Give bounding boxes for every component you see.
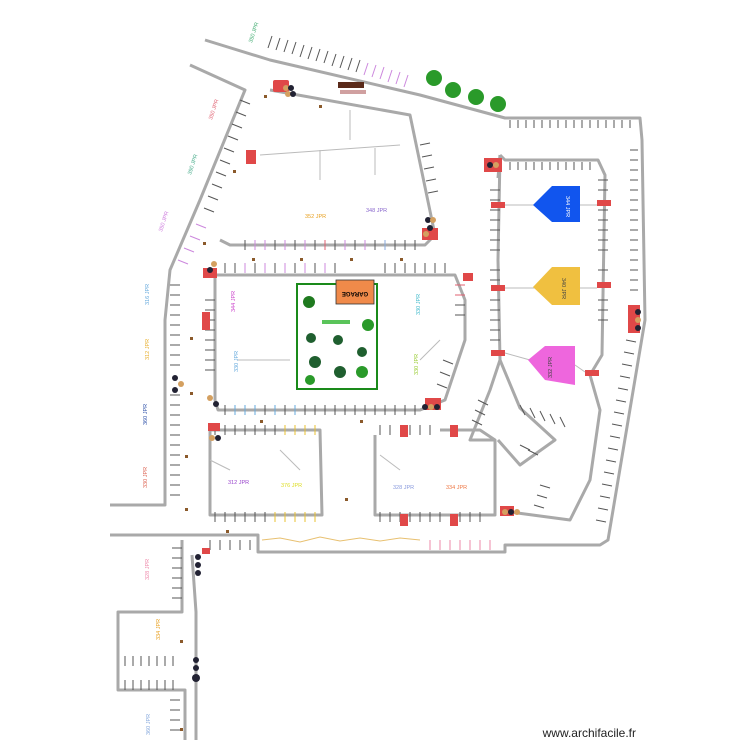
pillar <box>202 548 210 554</box>
pillar <box>597 200 611 206</box>
zone-label: 334 JPR <box>446 485 467 491</box>
pillar <box>202 312 210 330</box>
tree-icon <box>303 296 315 308</box>
tree-icon <box>356 366 368 378</box>
tree-icon <box>333 335 343 345</box>
zone-labels: 350 JPR 350 JPR 390 JPR 350 JPR 352 JPR … <box>143 22 570 735</box>
tree-icon <box>468 89 484 105</box>
tree-icon <box>309 356 321 368</box>
tree-icon <box>334 366 346 378</box>
stairs-icon <box>487 162 499 168</box>
pillar <box>491 350 505 356</box>
courtyard: GARAGE <box>296 279 378 390</box>
parking-stripes <box>124 35 638 731</box>
zone-label: 328 JPR <box>393 485 414 491</box>
stripes-center-block <box>205 263 465 415</box>
stripes-bottom-left-box <box>124 656 174 690</box>
zone-label: 348 JPR <box>366 208 387 214</box>
zone-label: 350 JPR <box>208 99 220 121</box>
garage-label: GARAGE <box>342 290 368 296</box>
zone-label: 332 JPR <box>548 357 554 378</box>
zone-label: 350 JPR <box>158 211 170 233</box>
pillar <box>400 425 408 437</box>
storage-unit-pink <box>528 346 575 385</box>
zone-label: 344 JPR <box>231 291 237 312</box>
stairs-icon <box>207 395 219 407</box>
pillar-connectors <box>209 110 597 471</box>
pillar <box>450 514 458 526</box>
pillar <box>400 514 408 526</box>
stairs-icon <box>635 309 641 331</box>
tree-icon <box>305 375 315 385</box>
stairs-icon <box>502 509 520 515</box>
zone-label: 376 JPR <box>281 483 302 489</box>
pillar <box>585 370 599 376</box>
stairs-icon <box>172 375 184 393</box>
pillar <box>246 150 256 164</box>
stairs-icon <box>283 85 296 97</box>
column-markers <box>180 95 403 731</box>
zone-label: 330 JPR <box>143 467 149 488</box>
zone-label: 350 JPR <box>248 22 260 44</box>
door <box>338 82 364 88</box>
tree-icon <box>306 333 316 343</box>
tree-icon <box>490 96 506 112</box>
stairs-icons <box>172 85 641 682</box>
tree-icon <box>357 347 367 357</box>
zone-label: 352 JPR <box>305 214 326 220</box>
zone-label: 360 JPR <box>143 404 149 425</box>
zone-label: 312 JPR <box>228 480 249 486</box>
zone-label: 390 JPR <box>187 154 199 176</box>
garage-building <box>335 279 375 305</box>
credit-text: www.archifacile.fr <box>542 726 636 740</box>
stripes-left-column <box>170 284 182 731</box>
zone-label: 330 JPR <box>234 351 240 372</box>
storage-unit-yellow <box>533 267 580 305</box>
pillar <box>597 282 611 288</box>
pillar <box>491 285 505 291</box>
zone-label: 316 JPR <box>145 284 151 305</box>
stairs-icon <box>422 404 440 410</box>
zone-label: 330 JPR <box>416 294 422 315</box>
stairs-icon <box>192 657 200 682</box>
stripes-top-diagonal <box>267 35 409 88</box>
stripes-right-inner <box>471 179 608 509</box>
storage-unit-blue <box>533 186 580 222</box>
ramp-line <box>261 536 421 543</box>
playground-bar <box>322 320 350 324</box>
house-shapes <box>528 186 580 385</box>
stairs-icon <box>207 261 217 273</box>
zone-label: 334 JPR <box>156 619 162 640</box>
tree-icon <box>426 70 442 86</box>
stripes-left-diagonal <box>177 99 251 265</box>
pillar <box>208 423 220 431</box>
stripes-right-column <box>595 149 638 523</box>
zone-label: 360 JPR <box>146 714 152 735</box>
pillar <box>463 273 473 281</box>
doors <box>338 82 366 94</box>
pillar <box>450 425 458 437</box>
tree-icon <box>445 82 461 98</box>
zone-label: 328 JPR <box>145 559 151 580</box>
stairs-icon <box>209 435 221 441</box>
zone-label: 340 JPR <box>560 278 566 299</box>
zone-label: 312 JPR <box>145 339 151 360</box>
stripes-top-right-row <box>509 120 631 170</box>
zone-label: 344 JPR <box>564 196 570 217</box>
stripes-upper-block <box>244 142 439 250</box>
pillars <box>202 80 640 554</box>
tree-row <box>426 70 506 112</box>
stairs-icon <box>423 217 436 237</box>
pillar <box>491 202 505 208</box>
zone-label: 330 JPR <box>414 354 420 375</box>
stairs-icon <box>195 554 201 576</box>
door-frame <box>340 90 366 94</box>
tree-icon <box>362 319 374 331</box>
